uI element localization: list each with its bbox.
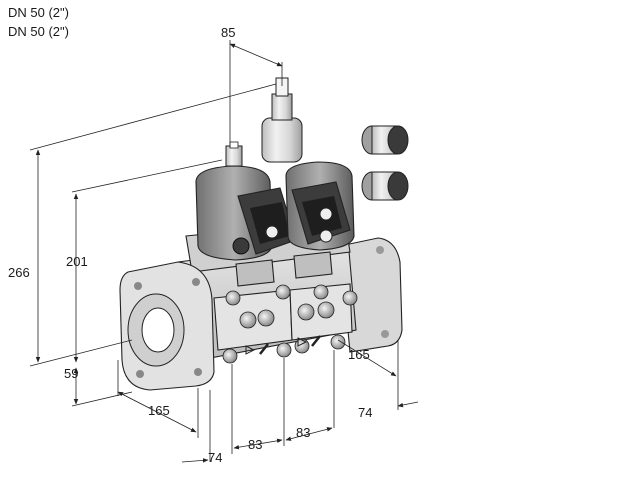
solenoid-coil-right	[261, 77, 355, 251]
dim-label-165-right: 165	[348, 347, 370, 362]
nominal-size-label-2: DN 50 (2")	[8, 24, 69, 39]
dim-label-201: 201	[66, 254, 88, 269]
dim-label-83-first: 83	[248, 437, 262, 452]
dim-label-85: 85	[221, 25, 235, 40]
pressure-switch-housings	[235, 251, 333, 287]
nominal-size-label-1: DN 50 (2")	[8, 5, 69, 20]
valve-illustration	[119, 77, 409, 391]
dim-label-59: 59	[64, 366, 78, 381]
dim-label-74-left: 74	[208, 450, 222, 465]
cable-gland-upper	[361, 125, 409, 155]
dimension-labels: 85 266 201 59 165 74 83 83 165 74	[8, 25, 372, 465]
dim-label-74-right: 74	[358, 405, 372, 420]
solenoid-coil-left	[195, 141, 297, 261]
left-flange	[119, 261, 215, 391]
control-modules	[213, 283, 358, 364]
dim-label-165-left: 165	[148, 403, 170, 418]
dimension-lines	[29, 40, 419, 463]
cable-gland-lower	[361, 171, 409, 201]
dim-label-266: 266	[8, 265, 30, 280]
dim-label-83-second: 83	[296, 425, 310, 440]
